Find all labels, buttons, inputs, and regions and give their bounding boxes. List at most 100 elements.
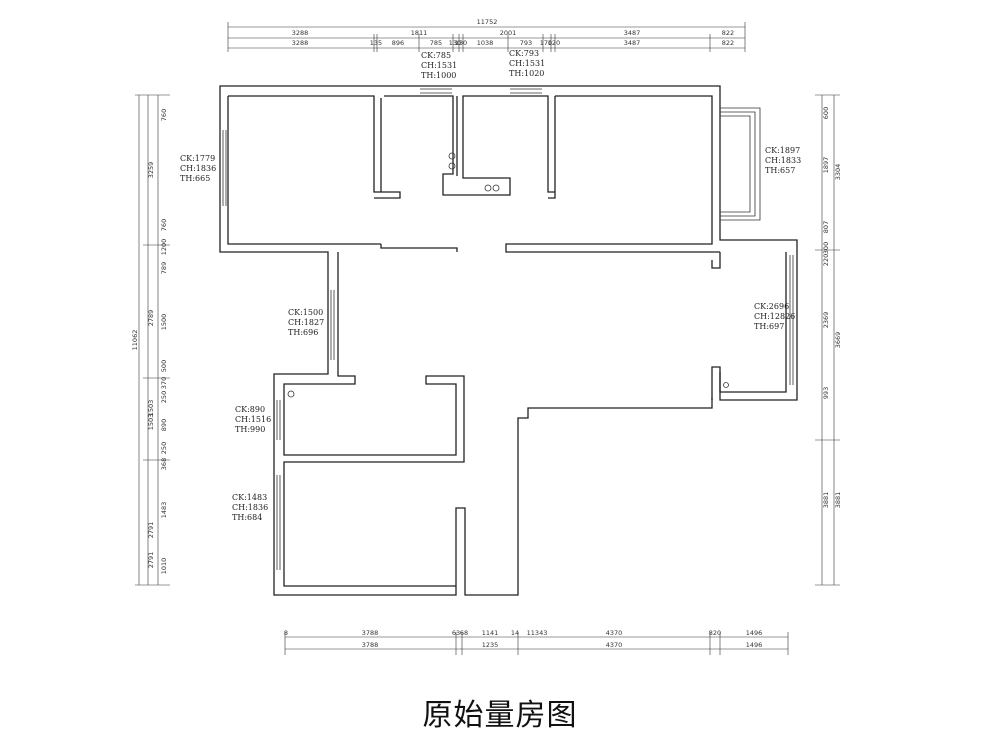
dim-label: 600 (822, 107, 830, 119)
dim-label: 993 (822, 387, 830, 399)
bottom-dimension-lines (284, 632, 789, 655)
dim-label: 760 (160, 219, 168, 231)
dim-label: 793 (520, 39, 532, 47)
window-ck: CK:890 (235, 405, 265, 414)
dim-label: 368 (160, 458, 168, 470)
dim-label: 890 (160, 419, 168, 431)
window-ck: CK:785 (421, 51, 451, 60)
top-row1-dims: 3288 1811 2001 3487 822 (292, 29, 734, 37)
dim-label: 1010 (160, 558, 168, 575)
dim-label: 135 (370, 39, 382, 47)
window-label-5: CK:2696 CH:12826 TH:697 (754, 302, 795, 331)
left-dimension-lines (135, 94, 170, 586)
dim-label: 822 (722, 39, 734, 47)
dim-label: 2789 (147, 310, 155, 327)
window-ck: CK:1500 (288, 308, 323, 317)
window-ck: CK:1483 (232, 493, 267, 502)
dim-label: 4370 (606, 629, 623, 637)
dim-label: 68 (460, 629, 468, 637)
dim-label: 3288 (292, 29, 309, 37)
dim-label: 1500 (160, 314, 168, 331)
top-total-dim: 11752 (477, 18, 498, 26)
window-label-8: CK:1483 CH:1836 TH:684 (232, 493, 268, 522)
window-ch: CH:1836 (232, 503, 268, 512)
window-ck: CK:1779 (180, 154, 215, 163)
left-row1-dims: 760 3259 760 1200 789 1500 500 370 250 1… (147, 109, 168, 574)
window-th: TH:657 (765, 166, 795, 175)
left-row2-dims: 2789 1503 2791 (147, 310, 155, 569)
dim-label: 2791 (147, 552, 155, 569)
dim-label: 807 (822, 221, 830, 233)
dim-label: 170 (540, 39, 552, 47)
dim-label: 14 (511, 629, 519, 637)
top-dimension-lines (227, 22, 746, 52)
dim-label: 1496 (746, 641, 763, 649)
dim-label: 4370 (606, 641, 623, 649)
right-row1-dims: 600 1897 807 300 220 2369 993 3881 (822, 107, 830, 508)
dim-label: 1141 (482, 629, 499, 637)
top-row2-dims: 3288 135 896 785 130 130 1038 793 170 12… (292, 39, 734, 47)
dim-label: 500 (160, 360, 168, 372)
dim-label: 2001 (500, 29, 517, 37)
dim-label: 1496 (746, 629, 763, 637)
right-row2-dims: 3304 3669 3881 (834, 164, 842, 509)
window-label-3: CK:1779 CH:1836 TH:665 (180, 154, 216, 183)
dim-label: 8 (284, 629, 288, 637)
dim-label: 789 (160, 262, 168, 274)
windows (222, 88, 794, 570)
dim-label: 370 (160, 377, 168, 389)
window-label-7: CK:890 CH:1516 TH:990 (235, 405, 271, 434)
dim-label: 300 (822, 242, 830, 254)
window-th: TH:696 (288, 328, 318, 337)
dim-label: 760 (160, 109, 168, 121)
dim-label: 11343 (527, 629, 548, 637)
window-th: TH:1020 (509, 69, 544, 78)
window-ch: CH:1833 (765, 156, 801, 165)
dim-label: 785 (430, 39, 442, 47)
dim-label: 3304 (834, 164, 842, 181)
dim-label: 3788 (362, 629, 379, 637)
window-th: TH:665 (180, 174, 210, 183)
window-th: TH:697 (754, 322, 784, 331)
floor-plan: 11752 3288 1811 2001 3487 822 3288 135 8… (131, 18, 842, 655)
right-dimension-lines (815, 94, 840, 586)
dim-label: 820 (709, 629, 721, 637)
dim-label: 1503 (147, 414, 155, 431)
bottom-row1-dims: 8 3788 63 68 1141 14 11343 4370 820 1496 (284, 629, 762, 637)
window-th: TH:1000 (421, 71, 456, 80)
dim-label: 1483 (160, 502, 168, 519)
dim-label: 3487 (624, 39, 641, 47)
window-th: TH:684 (232, 513, 262, 522)
dim-label: 1235 (482, 641, 499, 649)
window-ch: CH:1516 (235, 415, 271, 424)
dim-label: 1200 (160, 239, 168, 256)
window-ck: CK:2696 (754, 302, 789, 311)
bottom-row2-dims: 3788 1235 4370 1496 (362, 641, 763, 649)
dim-label: 3881 (834, 492, 842, 509)
dim-label: 1811 (411, 29, 428, 37)
window-ch: CH:1827 (288, 318, 324, 327)
window-ch: CH:12826 (754, 312, 795, 321)
page-title: 原始量房图 (422, 698, 578, 733)
dim-label: 120 (548, 39, 560, 47)
dim-label: 1038 (477, 39, 494, 47)
dim-label: 220 (822, 254, 830, 266)
dim-label: 3669 (834, 332, 842, 349)
dim-label: 3788 (362, 641, 379, 649)
dim-label: 3487 (624, 29, 641, 37)
dim-label: 2369 (822, 312, 830, 329)
window-label-4: CK:1897 CH:1833 TH:657 (765, 146, 801, 175)
dim-label: 250 (160, 442, 168, 454)
dim-label: 3288 (292, 39, 309, 47)
window-ck: CK:793 (509, 49, 539, 58)
window-ch: CH:1836 (180, 164, 216, 173)
dim-label: 3881 (822, 492, 830, 509)
dim-label: 2791 (147, 522, 155, 539)
dim-label: 130 (455, 39, 467, 47)
window-label-1: CK:785 CH:1531 TH:1000 (421, 51, 457, 80)
window-label-6: CK:1500 CH:1827 TH:696 (288, 308, 324, 337)
dim-label: 3259 (147, 162, 155, 179)
window-th: TH:990 (235, 425, 265, 434)
dim-label: 250 (160, 391, 168, 403)
window-ck: CK:1897 (765, 146, 800, 155)
